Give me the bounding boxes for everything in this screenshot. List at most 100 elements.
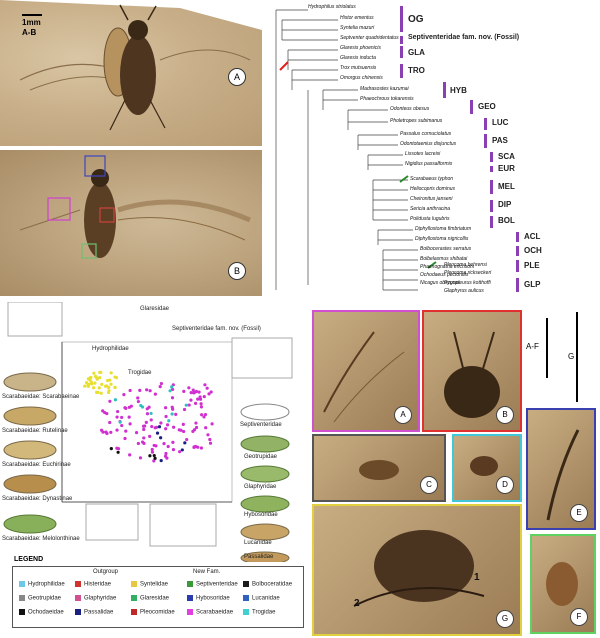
legend-label: Ochodaeidae [28,609,64,616]
scatter-point [159,458,163,463]
wing-label: Hybosoridae [244,512,278,518]
clade-code: Septiventeridae fam. nov. (Fossil) [408,34,520,41]
scatter-point [129,404,133,408]
clade-bar [470,100,473,114]
clade-bar [490,180,493,194]
legend-entry: Trogidae [243,609,275,616]
scatter-point [109,382,113,386]
scatter-point [165,423,170,427]
legend-label: Passalidae [84,609,114,616]
taxon-label: Histor ementus [340,15,374,21]
deformation-grid [85,503,139,541]
scatter-point [180,448,184,452]
legend-marker [19,609,25,615]
scatter-point [163,454,168,458]
legend-label: Pleocomidae [140,609,175,616]
clade-code: TRO [408,66,425,75]
legend-entry: Lucanidae [243,595,280,602]
scale-bar-af [546,318,548,378]
taxon-label: Nicagus obscurus [420,280,460,286]
legend-label: Geotrupidae [28,595,62,602]
wing-label: Scarabaeidae: Euchirinae [2,462,71,468]
scatter-point [122,393,126,397]
scatter-point [183,441,187,445]
scatter-point [153,392,157,396]
taxon-label: Glaresis phoenicis [340,45,381,51]
taxon-label: Trox mutsuensis [340,65,377,71]
scatter-point [199,405,204,409]
scatter-point [145,388,149,392]
callout-label: Trogidae [128,370,152,376]
scatter-point [83,384,87,388]
clade-bar [490,216,493,228]
wing-label: Scarabaeidae: Melolonthinae [2,536,80,542]
scatter-point [189,398,193,402]
scatter-point [198,397,203,401]
scatter-point [191,388,195,392]
legend-label: Glaphyridae [84,595,117,602]
taxon-label: Glaresis inducta [340,55,376,61]
scatter-point [193,401,198,405]
scale-bar-g [576,312,578,402]
taxon-label: Scarabaeus typhon [410,176,454,182]
clade-code: SCA [498,152,515,161]
clade-code: MEL [498,182,515,191]
legend-entry: Hydrophilidae [19,581,65,588]
scatter-point [162,441,166,446]
scatter-point [196,397,200,401]
scatter-point [128,422,132,426]
legend-entry: Scarabaeidae [187,609,233,616]
scatter-point [98,370,102,374]
scatter-point [155,431,160,435]
legend-entry: Septiventeridae [187,581,238,588]
legend-entry: Geotrupidae [19,595,61,602]
wing-label: Septiventeridae [240,422,282,428]
scatter-point [152,443,156,448]
clade-bar [400,64,403,78]
clade-code: PLE [524,261,540,270]
legend-label: Hybosoridae [196,595,230,602]
scatter-point [166,444,170,449]
scatter-point [164,414,168,419]
clade-bar [484,118,487,130]
wing-label: Glaphyridae [244,484,277,490]
panel-label: G [496,610,514,628]
scatter-point [181,422,185,427]
scatter-point [203,412,208,417]
legend-marker [75,581,81,587]
scatter-point [123,406,127,410]
clade-code: GEO [478,102,496,111]
scatter-point [203,383,207,387]
scatter-point [149,411,153,416]
wing-label: Scarabaeidae: Scarabaeinae [2,394,80,400]
clade-code: OG [408,14,424,25]
scale-label-af: A-F [526,342,539,351]
taxon-label: Odontotaenius disjunctus [400,141,457,147]
panel-letter-a: A [228,68,246,86]
clade-bar [400,36,403,44]
deformation-grid [149,503,217,547]
legend-label: Histeridae [84,581,112,588]
taxon-label: Phaenognatha erichsoni [420,264,474,270]
scatter-point [115,415,119,419]
scatter-point [92,386,96,390]
scatter-point [141,424,146,428]
taxon-label: Bolbocerastes serratus [420,246,472,252]
scatter-point [192,445,196,449]
scatter-point [113,375,117,379]
taxon-label: Syntelia mazuri [340,25,375,31]
legend-newfam-header: New Fam. [193,569,221,575]
legend-entry: Hybosoridae [187,595,230,602]
scatter-point [87,382,91,387]
legend-entry: Syntelidae [131,581,168,588]
scatter-point [164,427,168,431]
clade-code: BOL [498,216,515,225]
clade-bar [516,278,519,292]
taxon-label: Polidusta lugubris [410,216,450,222]
taxon-label: Diphyllostoma fimbriatum [415,226,472,232]
scatter-point [170,385,174,389]
scatter-point [209,390,213,394]
scatter-point [144,420,148,424]
scatter-point [120,423,124,428]
scatter-point [140,440,145,444]
